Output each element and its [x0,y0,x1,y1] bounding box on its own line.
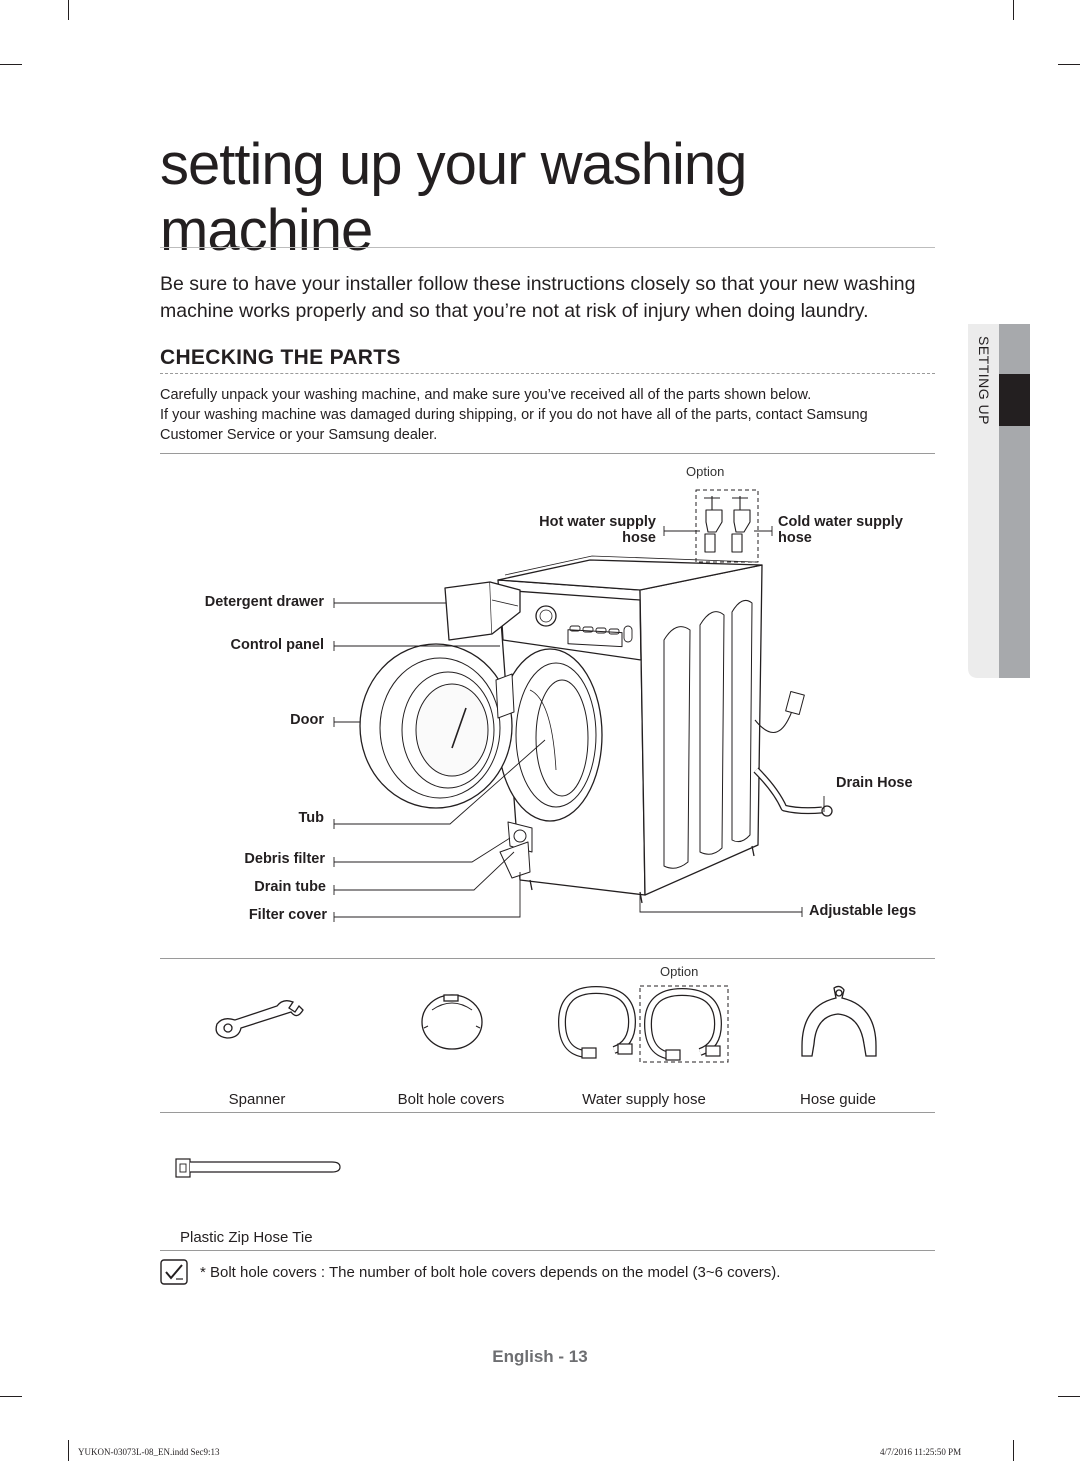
zip-tie-icon [175,1158,341,1178]
spanner-icon [215,1000,304,1039]
label-control-panel: Control panel [230,637,324,653]
section-heading: CHECKING THE PARTS [160,346,401,369]
label-tub: Tub [298,810,325,826]
note-text: * Bolt hole covers : The number of bolt … [200,1264,781,1281]
part-label-hose-guide: Hose guide [800,1091,876,1108]
file-slug: YUKON-03073L-08_EN.indd Sec9:13 [78,1447,220,1457]
label-drain-tube: Drain tube [254,879,326,895]
parts-bottom-rule [160,1112,935,1113]
label-cold-water-line-2: hose [778,530,812,546]
part-label-water-supply-hose: Water supply hose [582,1091,706,1108]
label-adjustable-legs: Adjustable legs [809,903,917,919]
label-debris-filter: Debris filter [244,851,325,867]
bolt-hole-cover-icon [421,994,483,1050]
label-hot-water-line-2: hose [622,530,656,546]
crop-mark [1058,64,1080,65]
section-divider [160,373,935,374]
label-hot-water-line-1: Hot water supply [539,514,656,530]
side-tab-label-wrap: SETTING UP [970,336,998,456]
option-label-faucets: Option [686,464,725,479]
page-title-line-2: machine [160,198,373,263]
part-label-bolt-hole-covers: Bolt hole covers [397,1091,505,1108]
crop-mark [68,0,69,20]
label-door: Door [290,712,324,728]
label-cold-water-line-1: Cold water supply [778,514,903,530]
option-label-hose: Option [660,964,699,979]
page-title: setting up your washing machine [160,132,940,264]
filter-cover-flap [499,841,531,879]
parts-top-rule [160,958,935,959]
water-supply-hose-icon [557,985,729,1063]
label-filter-cover: Filter cover [248,907,327,923]
zip-tie-rule [160,1250,935,1251]
page-number: English - 13 [492,1347,588,1366]
intro-text: Be sure to have your installer follow th… [160,273,916,322]
crop-mark [68,1440,69,1461]
label-cold-water-hose: Cold water supply hose [778,514,903,546]
cabinet-top [497,559,763,591]
body-paragraph: Carefully unpack your washing machine, a… [160,385,930,445]
title-divider [160,247,935,248]
label-drain-hose: Drain Hose [836,775,913,791]
side-tab-shape [968,324,1030,678]
cabinet-side [639,564,763,896]
crop-mark [0,64,22,65]
crop-mark [1013,1440,1014,1461]
label-detergent-drawer: Detergent drawer [204,594,324,610]
paragraph-line: Carefully unpack your washing machine, a… [160,387,812,403]
page-title-line-1: setting up your washing [160,132,747,197]
side-tab: SETTING UP [968,324,1030,678]
diagram-top-rule [160,453,935,454]
note-icon [160,1259,188,1285]
label-hot-water-hose: Hot water supply hose [500,514,656,546]
part-label-zip-tie: Plastic Zip Hose Tie [180,1229,313,1246]
paragraph-line: If your washing machine was damaged duri… [160,407,868,443]
part-label-spanner: Spanner [228,1091,286,1108]
side-tab-label: SETTING UP [976,336,992,426]
detergent-drawer-shape [444,581,493,641]
crop-mark [1013,0,1014,20]
crop-mark [1058,1396,1080,1397]
crop-mark [0,1396,22,1397]
washing-machine-diagram [333,489,833,922]
date-slug: 4/7/2016 11:25:50 PM [880,1447,962,1457]
hose-guide-icon [801,985,877,1057]
